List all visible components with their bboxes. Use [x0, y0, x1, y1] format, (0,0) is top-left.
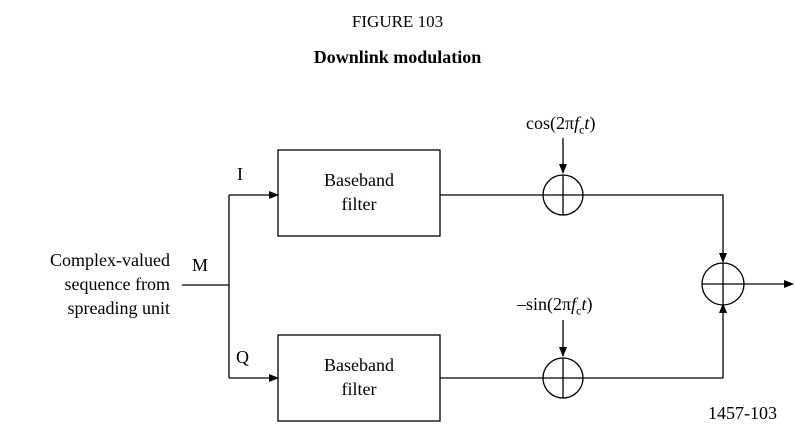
branch-label-q: Q [236, 347, 249, 367]
input-label-line-1: Complex-valued [50, 250, 170, 270]
lower-filter-label-line-2: filter [341, 379, 377, 399]
lower-filter-label: Baseband filter [278, 353, 440, 401]
input-label: Complex-valued sequence from spreading u… [0, 248, 170, 320]
sin-carrier-label: –sin(2πfct) [517, 294, 593, 318]
cos-carrier-label: cos(2πfct) [526, 113, 596, 137]
upper-filter-label: Baseband filter [278, 168, 440, 216]
upper-mixer-output-line [583, 194, 727, 263]
lower-mixer-output-line [583, 303, 727, 379]
input-label-line-2: sequence from [64, 274, 170, 294]
input-label-line-3: spreading unit [67, 298, 170, 318]
figure-title: Downlink modulation [313, 47, 482, 67]
branch-label-i: I [237, 164, 243, 184]
upper-filter-label-line-1: Baseband [324, 170, 394, 190]
upper-filter-box [277, 149, 441, 237]
lower-filter-label-line-1: Baseband [324, 355, 394, 375]
split-label-m: M [192, 255, 209, 275]
upper-filter-label-line-2: filter [341, 194, 377, 214]
figure-number: FIGURE 103 [351, 12, 444, 31]
figure-reference: 1457-103 [708, 403, 777, 423]
